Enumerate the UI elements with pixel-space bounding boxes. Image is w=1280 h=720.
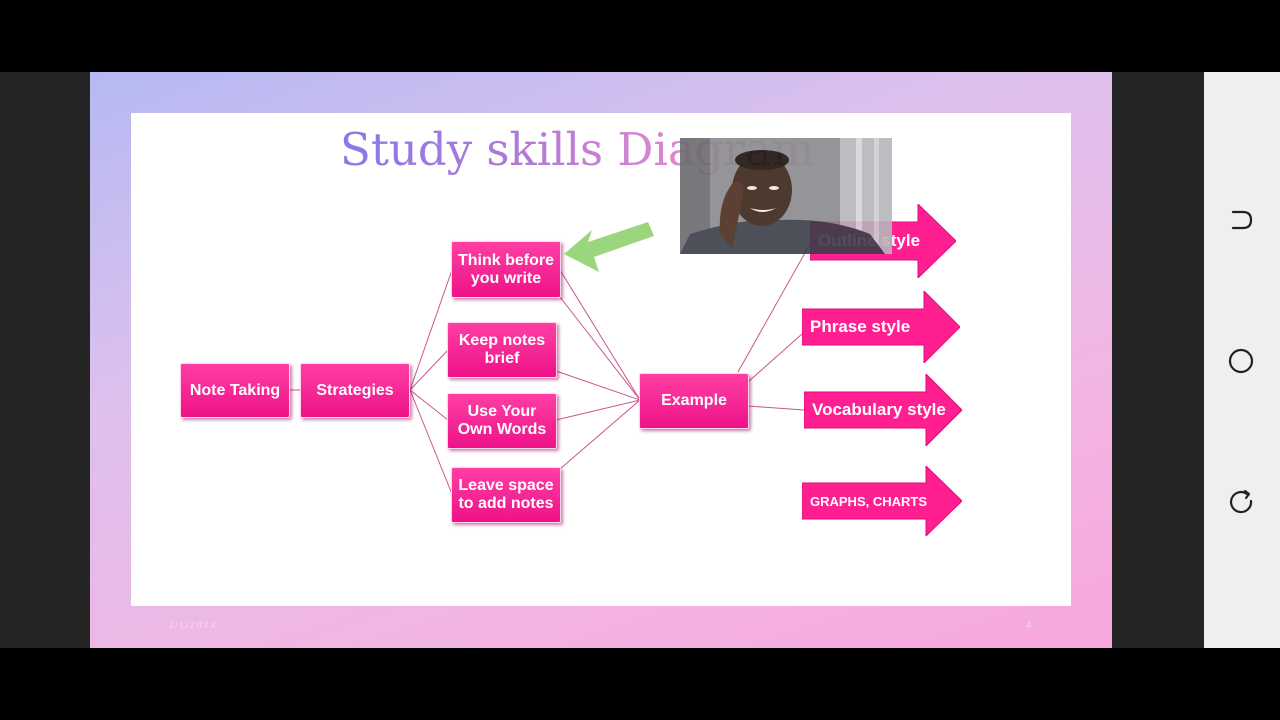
connector-think-example xyxy=(559,269,641,401)
arrow-vocabulary-style: Vocabulary style xyxy=(804,374,962,446)
right-letterbox xyxy=(1112,72,1204,648)
node-example: Example xyxy=(639,373,749,429)
node-keep-notes-brief: Keep notes brief xyxy=(447,322,557,378)
node-strategies: Strategies xyxy=(300,363,410,418)
node-use-your-own-words: Use Your Own Words xyxy=(447,393,557,449)
connector-think-example-2 xyxy=(559,296,641,401)
recent-apps-button[interactable] xyxy=(1226,205,1256,235)
arrow-phrase-style-label: Phrase style xyxy=(810,317,911,336)
connector-example-vocabulary xyxy=(747,405,805,411)
connector-leave-example xyxy=(559,399,641,470)
node-think-before-you-write: Think before you write xyxy=(451,241,561,298)
slide-page-number: 4 xyxy=(1026,621,1032,631)
connector-strategies-use xyxy=(409,389,449,421)
node-note-taking: Note Taking xyxy=(180,363,290,418)
presentation-slide: Study skills Diagram Note Taking Strateg… xyxy=(90,72,1112,648)
arrow-phrase-style: Phrase style xyxy=(802,291,960,363)
home-icon xyxy=(1228,348,1254,374)
connector-example-phrase xyxy=(747,333,803,383)
node-leave-space: Leave space to add notes xyxy=(451,467,561,523)
diagram-connectors xyxy=(289,243,811,495)
connector-keep-example xyxy=(555,370,641,401)
recent-apps-icon xyxy=(1231,210,1253,230)
connector-strategies-leave xyxy=(409,389,453,495)
meme-photo xyxy=(680,138,892,254)
connector-example-outline xyxy=(737,243,811,373)
slide-content-panel xyxy=(131,113,1071,606)
home-button[interactable] xyxy=(1226,346,1256,376)
arrow-graphs-charts-label: GRAPHS, CHARTS xyxy=(810,493,928,509)
arrow-vocabulary-style-label: Vocabulary style xyxy=(812,400,946,419)
connector-strategies-think xyxy=(409,269,453,391)
person-photo-icon xyxy=(680,138,892,254)
left-letterbox xyxy=(0,72,90,648)
back-icon xyxy=(1230,489,1253,514)
arrow-graphs-charts: GRAPHS, CHARTS xyxy=(802,466,962,536)
slide-footer-date: 3/1/20XX xyxy=(168,621,218,631)
connector-strategies-keep xyxy=(409,349,449,391)
back-button[interactable] xyxy=(1226,486,1256,516)
green-pointer-arrow xyxy=(564,222,654,272)
connector-use-example xyxy=(555,399,641,421)
android-navigation-bar xyxy=(1204,72,1280,648)
